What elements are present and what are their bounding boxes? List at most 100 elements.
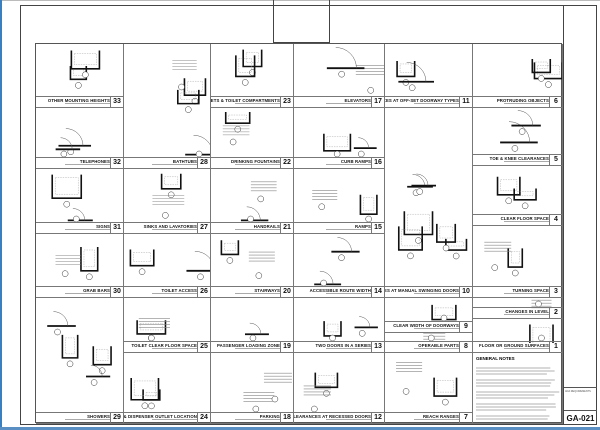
panel-title: OTHER MOUNTING HEIGHTS: [47, 98, 110, 103]
door-swing: [249, 322, 262, 335]
clear-floor-space: [363, 197, 375, 211]
panel-title: CLEAR FLOOR SPACE: [500, 216, 549, 221]
door-swing: [406, 62, 427, 82]
door-swing: [72, 208, 86, 221]
panel-number: 12: [371, 413, 384, 423]
reference-line: [504, 293, 549, 294]
panel-number: 27: [197, 223, 210, 233]
reference-line: [414, 293, 459, 294]
detail-drawing: [69, 50, 101, 89]
detail-drawing: [314, 237, 360, 287]
detail-drawing: [484, 241, 524, 277]
window-edge-bottom: [0, 427, 600, 430]
detail-drawing: [423, 333, 446, 342]
panel-number: 25: [197, 342, 210, 352]
wall-outline: [160, 173, 182, 190]
detail-tag: [98, 367, 106, 374]
panel-number: 26: [197, 287, 210, 297]
wall-outline: [436, 223, 457, 243]
reference-line: [235, 164, 280, 165]
wall-outline: [142, 389, 161, 401]
detail-tag: [323, 390, 330, 397]
panel-title: FLOOR OR GROUND SURFACES: [479, 343, 549, 348]
clear-floor-space: [434, 307, 454, 316]
wall-outline: [359, 194, 378, 216]
panel-title: PARKING: [259, 414, 280, 419]
wall-outline: [396, 60, 416, 78]
wall-outline: [513, 188, 537, 201]
clear-floor-space: [537, 65, 560, 75]
clear-floor-space: [532, 327, 551, 343]
panel-title: HANDRAILS: [253, 224, 280, 229]
panel-number: 2: [549, 308, 562, 318]
wall-outline: [433, 377, 458, 397]
detail-tag: [86, 273, 93, 281]
panel-number: 22: [280, 158, 293, 168]
reference-line: [504, 161, 549, 162]
detail-drawing: [397, 173, 468, 260]
panel-title: OPERABLE PARTS: [418, 343, 459, 348]
project-title: ADA REQUIREMENTS: [565, 390, 591, 393]
detail-drawing: [55, 246, 99, 281]
detail-tag: [178, 83, 185, 91]
panel-title: TOILET ACCESS: [161, 288, 197, 293]
detail-drawing: [531, 59, 562, 88]
detail-tag: [241, 79, 249, 86]
detail-tag: [367, 87, 374, 94]
clear-floor-space: [448, 241, 464, 247]
door-swing: [337, 237, 352, 252]
detail-drawing: [47, 311, 112, 386]
door-swing: [246, 206, 261, 221]
panel-number: 31: [110, 223, 123, 233]
clear-floor-space: [511, 251, 520, 264]
reference-line: [152, 164, 197, 165]
detail-tag: [271, 395, 279, 403]
panel-title: REACH RANGES: [422, 414, 459, 419]
detail-tag: [512, 269, 519, 277]
wall-outline: [533, 62, 562, 80]
reference-line: [235, 103, 280, 104]
panel-title: TURNING SPACE: [512, 288, 549, 293]
wall-outline: [323, 133, 352, 152]
detail-tag: [257, 195, 265, 203]
detail-drawing: [496, 176, 537, 210]
wall-outline: [51, 174, 83, 200]
wall-outline: [176, 89, 200, 105]
detail-tag: [61, 270, 69, 277]
clear-floor-space: [74, 53, 97, 65]
detail-drawing: [129, 249, 210, 281]
panel-title: CLEARANCES AT OFF-SET DOORWAY TYPES: [385, 98, 459, 103]
detail-tag: [162, 212, 169, 219]
door-swing: [335, 47, 357, 69]
clear-floor-space: [318, 375, 335, 384]
clear-floor-space: [500, 179, 518, 191]
panel-number: 29: [110, 413, 123, 423]
wall-outline: [529, 324, 554, 343]
panel-number: 5: [549, 155, 562, 165]
reference-line: [65, 229, 110, 230]
detail-drawing: [323, 133, 377, 158]
detail-tag: [538, 75, 545, 82]
sheet-border: [20, 5, 597, 425]
detail-tag: [229, 138, 237, 146]
detail-drawing: [235, 49, 263, 86]
reference-line: [326, 103, 371, 104]
panel-number: 15: [371, 223, 384, 233]
panel-title: TWO DOORS IN A SERIES: [315, 343, 371, 348]
panel-title: BATHTUBS: [172, 159, 197, 164]
